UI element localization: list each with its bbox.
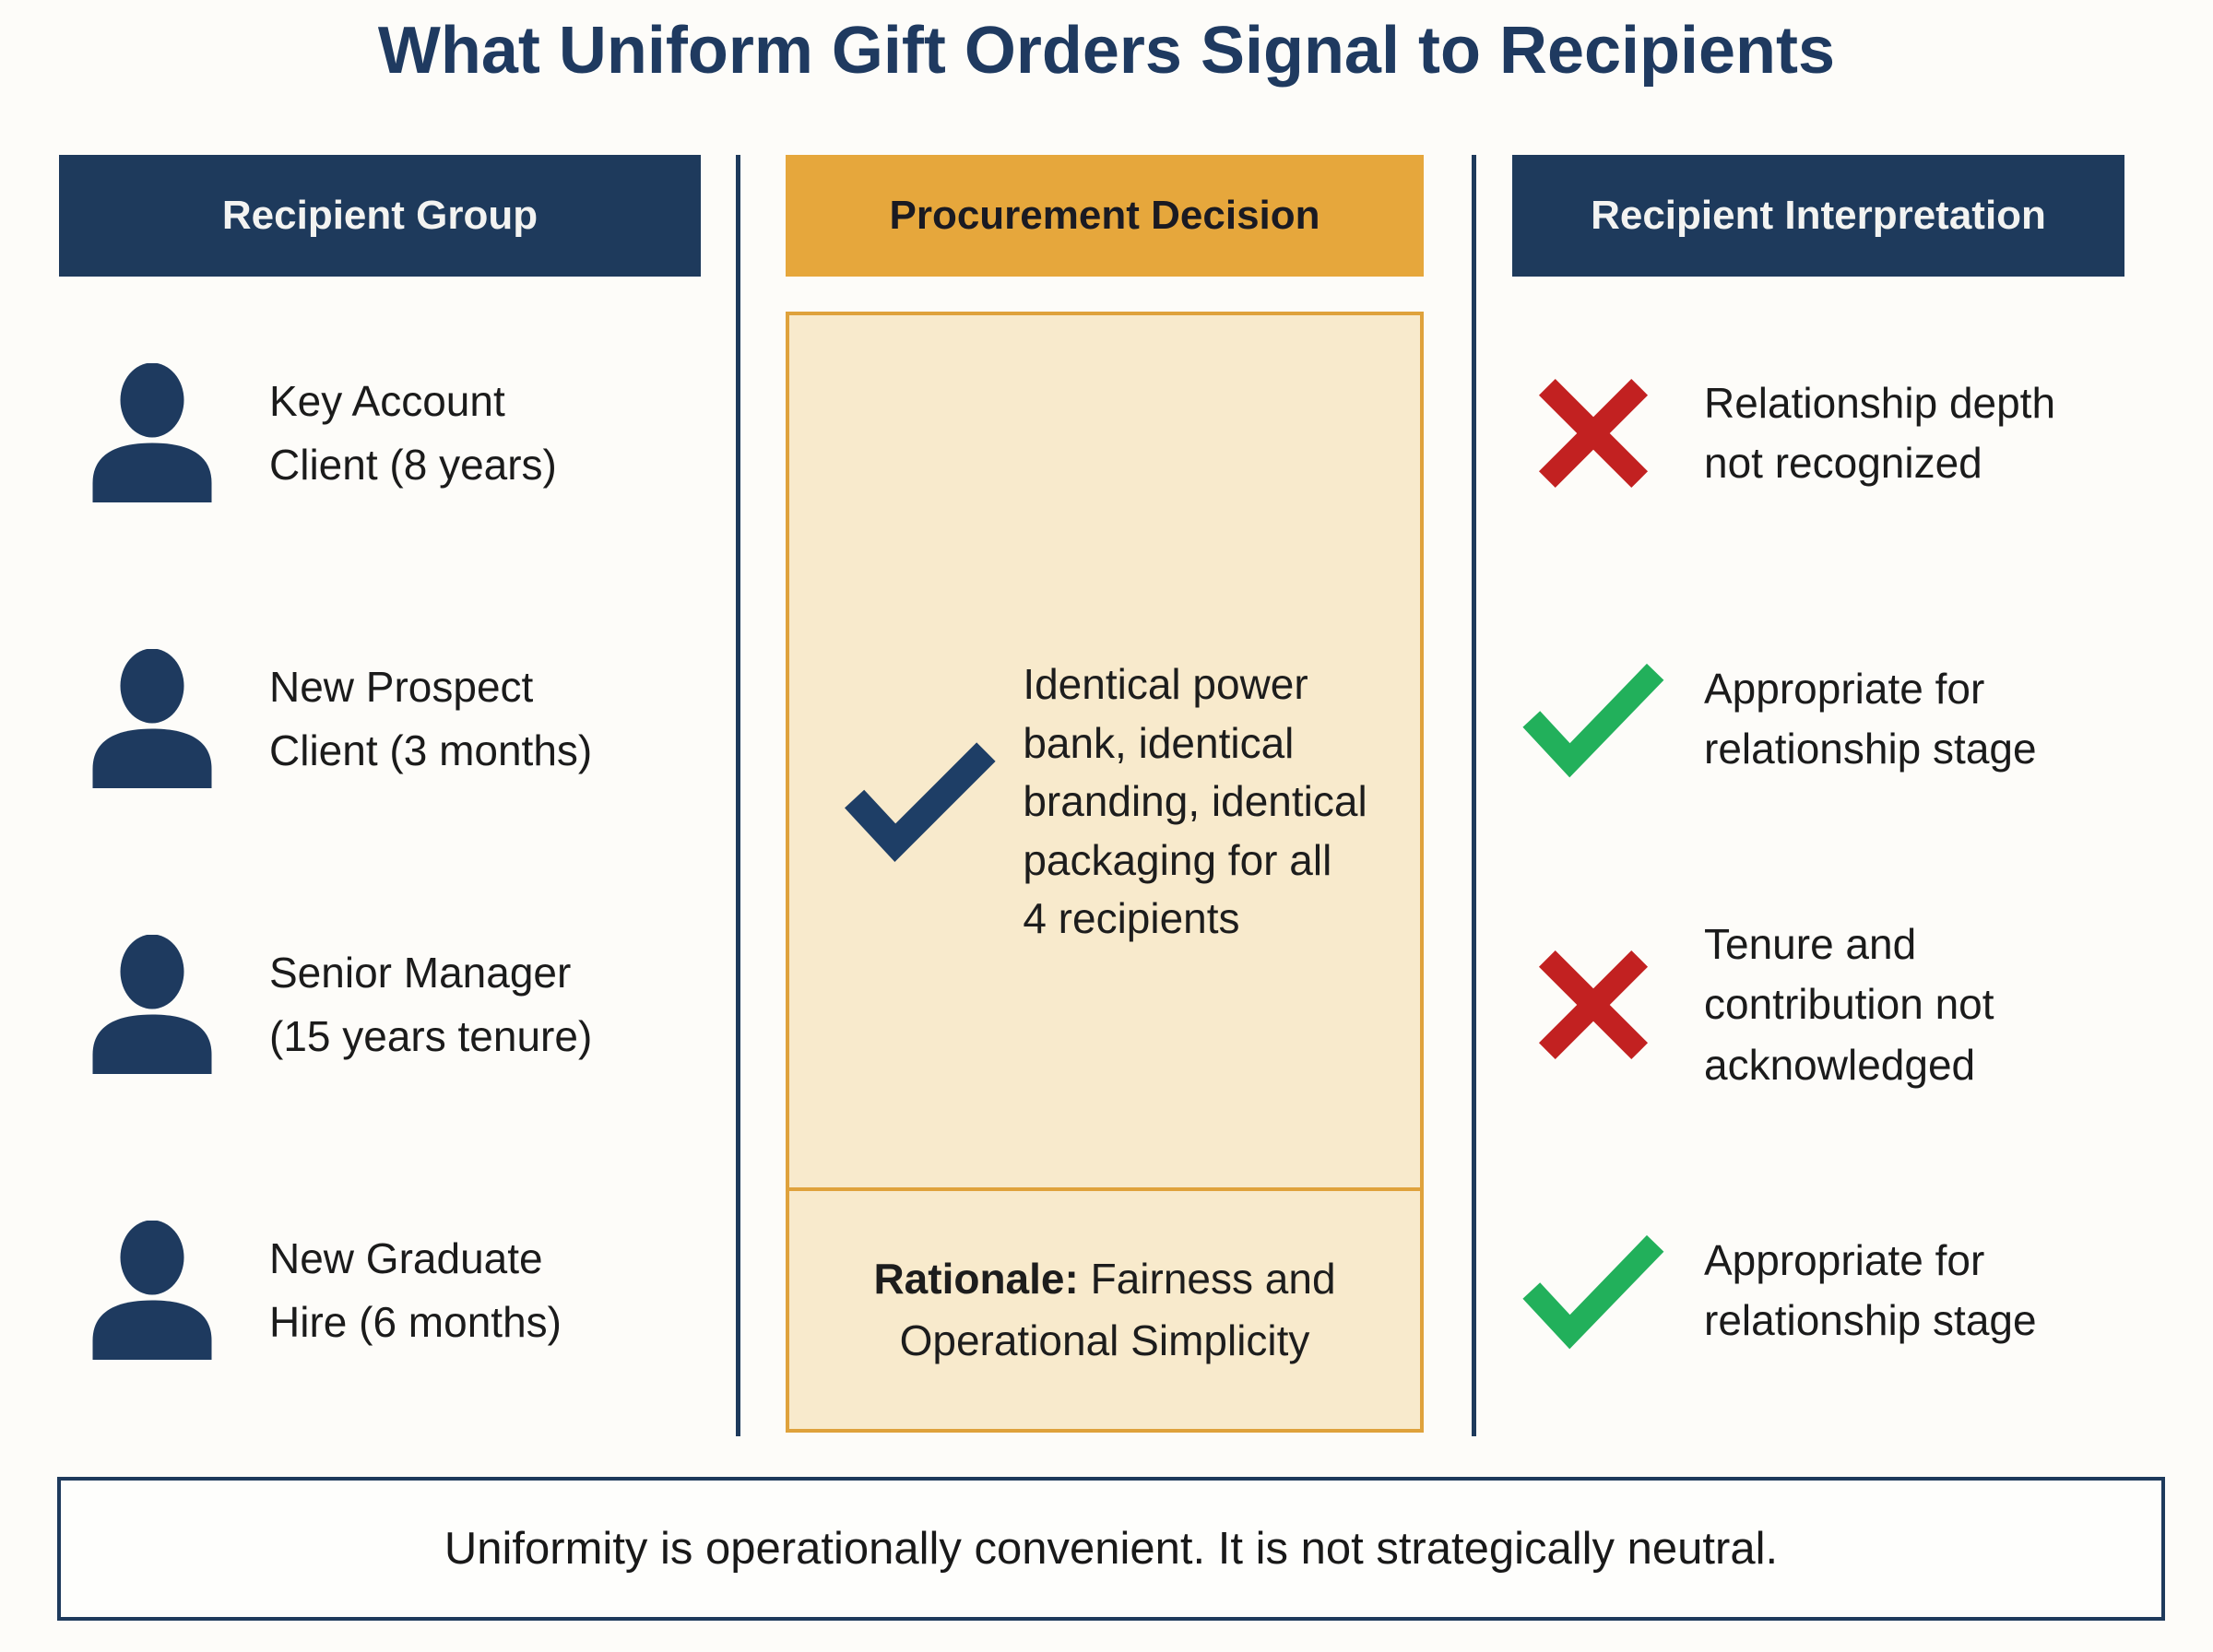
column-header-procurement-decision: Procurement Decision xyxy=(786,155,1424,277)
recipient-row: New Graduate Hire (6 months) xyxy=(83,1212,710,1369)
column-divider xyxy=(736,155,740,1436)
person-icon xyxy=(83,935,221,1075)
footer-banner: Uniformity is operationally convenient. … xyxy=(57,1477,2165,1621)
person-icon xyxy=(83,1221,221,1361)
interpretation-label: Relationship depth not recognized xyxy=(1704,378,2056,487)
navy-checkmark-icon xyxy=(842,739,999,865)
interpretation-row: Appropriate for relationship stage xyxy=(1520,641,2165,797)
footer-text: Uniformity is operationally convenient. … xyxy=(444,1524,1779,1574)
interpretation-row: Tenure and contribution not acknowledged xyxy=(1520,908,2165,1102)
decision-description: Identical power bank, identical branding… xyxy=(1023,660,1367,943)
column-header-label: Procurement Decision xyxy=(889,193,1320,238)
column-header-label: Recipient Interpretation xyxy=(1591,193,2046,238)
red-x-icon xyxy=(1520,372,1667,494)
rationale-section: Rationale: Fairness and Operational Simp… xyxy=(789,1187,1420,1429)
green-check-icon xyxy=(1520,1232,1667,1350)
person-icon xyxy=(83,363,221,503)
interpretation-label: Tenure and contribution not acknowledged xyxy=(1704,920,1994,1089)
column-divider xyxy=(1472,155,1476,1436)
procurement-decision-box: Identical power bank, identical branding… xyxy=(786,312,1424,1433)
recipient-label: New Graduate Hire (6 months) xyxy=(269,1234,562,1346)
interpretation-label: Appropriate for relationship stage xyxy=(1704,664,2037,773)
column-header-recipient-interpretation: Recipient Interpretation xyxy=(1512,155,2124,277)
column-header-recipient-group: Recipient Group xyxy=(59,155,701,277)
recipient-row: New Prospect Client (3 months) xyxy=(83,641,710,797)
recipient-label: Senior Manager (15 years tenure) xyxy=(269,949,593,1060)
column-header-label: Recipient Group xyxy=(221,193,538,238)
person-icon xyxy=(83,649,221,789)
interpretation-label: Appropriate for relationship stage xyxy=(1704,1235,2037,1344)
recipient-label: New Prospect Client (3 months) xyxy=(269,663,593,774)
green-check-icon xyxy=(1520,660,1667,778)
recipient-row: Senior Manager (15 years tenure) xyxy=(83,926,710,1083)
red-x-icon xyxy=(1520,944,1667,1066)
rationale-line-2: Operational Simplicity xyxy=(899,1316,1310,1364)
recipient-label: Key Account Client (8 years) xyxy=(269,377,557,489)
rationale-label: Rationale: xyxy=(873,1255,1079,1304)
recipient-row: Key Account Client (8 years) xyxy=(83,355,710,512)
decision-main-section: Identical power bank, identical branding… xyxy=(789,315,1420,1187)
interpretation-row: Relationship depth not recognized xyxy=(1520,355,2165,512)
rationale-line-1: Rationale: Fairness and xyxy=(873,1255,1336,1304)
interpretation-row: Appropriate for relationship stage xyxy=(1520,1212,2165,1369)
page-title: What Uniform Gift Orders Signal to Recip… xyxy=(377,14,1836,88)
